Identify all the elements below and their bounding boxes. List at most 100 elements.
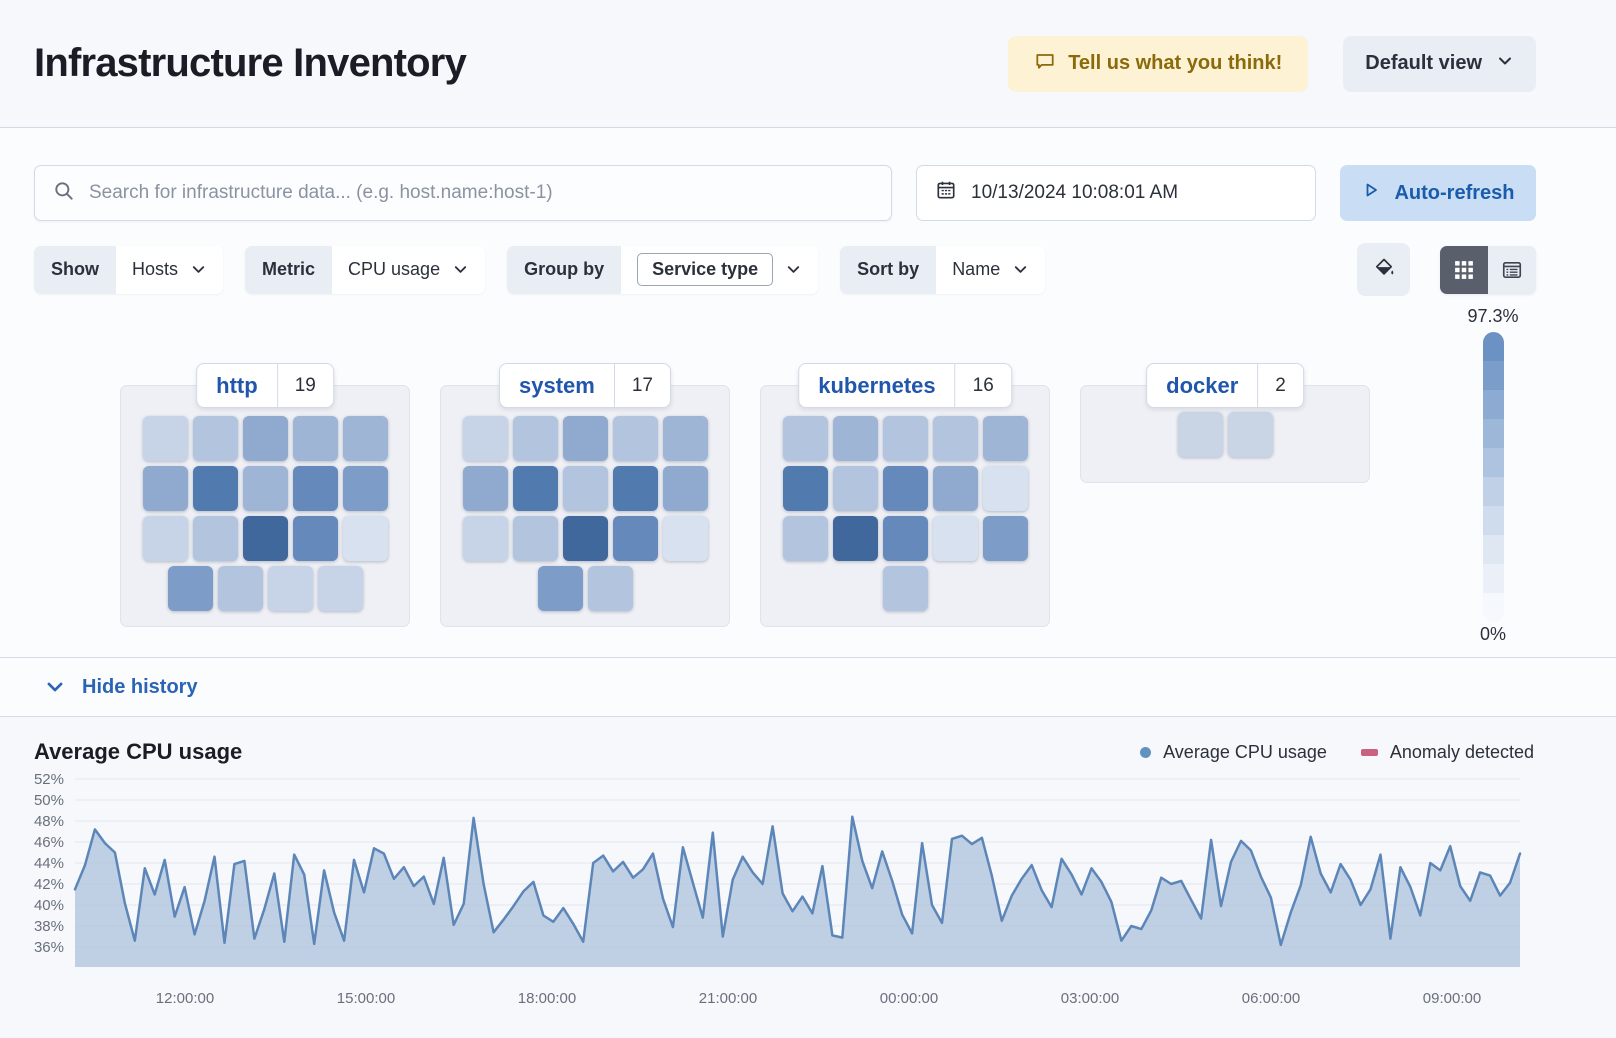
host-node[interactable] <box>292 466 338 511</box>
host-node[interactable] <box>342 516 388 561</box>
host-node[interactable] <box>832 516 878 561</box>
sort-by-filter[interactable]: Sort by Name <box>840 245 1046 294</box>
svg-text:15:00:00: 15:00:00 <box>337 990 395 1007</box>
host-node[interactable] <box>882 516 928 561</box>
host-node[interactable] <box>192 516 238 561</box>
host-node[interactable] <box>292 516 338 561</box>
metric-filter-label: Metric <box>245 245 333 294</box>
host-node[interactable] <box>782 466 828 511</box>
feedback-button[interactable]: Tell us what you think! <box>1008 35 1309 92</box>
host-node[interactable] <box>142 516 188 561</box>
date-picker[interactable]: 10/13/2024 10:08:01 AM <box>916 165 1316 221</box>
host-node[interactable] <box>932 516 978 561</box>
host-node[interactable] <box>982 416 1028 461</box>
history-toggle-row: Hide history <box>0 657 1616 717</box>
play-icon <box>1361 180 1381 206</box>
chevron-down-icon <box>47 682 63 692</box>
group-count: 17 <box>631 374 653 396</box>
host-node[interactable] <box>562 466 608 511</box>
svg-text:18:00:00: 18:00:00 <box>518 990 576 1007</box>
host-node[interactable] <box>192 416 238 461</box>
svg-text:12:00:00: 12:00:00 <box>156 990 214 1007</box>
host-node[interactable] <box>662 416 708 461</box>
host-node[interactable] <box>832 466 878 511</box>
host-node[interactable] <box>932 416 978 461</box>
host-node[interactable] <box>932 466 978 511</box>
metric-filter[interactable]: Metric CPU usage <box>245 245 486 294</box>
host-node[interactable] <box>587 566 633 611</box>
sort-by-filter-value: Name <box>952 259 1001 279</box>
auto-refresh-button[interactable]: Auto-refresh <box>1340 165 1536 221</box>
group-pill-kubernetes[interactable]: kubernetes 16 <box>798 363 1012 408</box>
legend-item-anomaly[interactable]: Anomaly detected <box>1360 742 1534 763</box>
host-node[interactable] <box>142 416 188 461</box>
host-node[interactable] <box>562 516 608 561</box>
legend-dot-icon <box>1140 746 1152 758</box>
host-node[interactable] <box>167 566 213 611</box>
host-node[interactable] <box>317 566 363 611</box>
host-node[interactable] <box>882 416 928 461</box>
host-node[interactable] <box>662 516 708 561</box>
search-input[interactable] <box>89 182 873 204</box>
host-node[interactable] <box>242 416 288 461</box>
host-node[interactable] <box>612 466 658 511</box>
svg-text:48%: 48% <box>34 813 64 830</box>
table-view-button[interactable] <box>1488 245 1536 294</box>
host-node[interactable] <box>292 416 338 461</box>
host-node[interactable] <box>612 516 658 561</box>
host-node[interactable] <box>612 416 658 461</box>
host-node[interactable] <box>782 416 828 461</box>
hide-history-link[interactable]: Hide history <box>44 676 198 699</box>
host-node[interactable] <box>662 466 708 511</box>
host-node[interactable] <box>982 516 1028 561</box>
host-node[interactable] <box>512 466 558 511</box>
sort-by-filter-label: Sort by <box>840 245 937 294</box>
host-node[interactable] <box>342 416 388 461</box>
table-view-icon <box>1502 261 1522 278</box>
legend-item-avg-cpu[interactable]: Average CPU usage <box>1140 742 1327 763</box>
group-count: 2 <box>1275 374 1286 396</box>
severity-scale: 97.3% 0% <box>1466 306 1520 645</box>
host-node[interactable] <box>342 466 388 511</box>
svg-text:52%: 52% <box>34 771 64 788</box>
group-count: 16 <box>972 374 994 396</box>
group-by-filter[interactable]: Group by Service type <box>507 245 819 294</box>
host-node[interactable] <box>192 466 238 511</box>
view-selector-button[interactable]: Default view <box>1343 35 1536 92</box>
speech-bubble-icon <box>1034 50 1056 78</box>
host-node[interactable] <box>882 466 928 511</box>
host-node[interactable] <box>782 516 828 561</box>
calendar-icon <box>935 179 957 207</box>
host-node[interactable] <box>832 416 878 461</box>
host-node[interactable] <box>242 466 288 511</box>
host-node[interactable] <box>537 566 583 611</box>
host-node[interactable] <box>982 466 1028 511</box>
group-pill-docker[interactable]: docker 2 <box>1146 363 1304 408</box>
map-view-button[interactable] <box>1440 245 1488 294</box>
host-node[interactable] <box>142 466 188 511</box>
host-node[interactable] <box>1227 411 1273 457</box>
svg-text:00:00:00: 00:00:00 <box>880 990 938 1007</box>
host-node[interactable] <box>462 516 508 561</box>
host-node[interactable] <box>267 566 313 611</box>
show-filter[interactable]: Show Hosts <box>34 245 224 294</box>
host-node[interactable] <box>1177 411 1223 457</box>
group-pill-system[interactable]: system 17 <box>499 363 671 408</box>
host-node[interactable] <box>462 416 508 461</box>
color-palette-button[interactable] <box>1357 243 1410 296</box>
host-node[interactable] <box>512 416 558 461</box>
svg-text:06:00:00: 06:00:00 <box>1242 990 1300 1007</box>
host-node[interactable] <box>242 516 288 561</box>
group-pill-http[interactable]: http 19 <box>196 363 334 408</box>
group-by-filter-value[interactable]: Service type <box>637 253 774 286</box>
host-node[interactable] <box>562 416 608 461</box>
host-node[interactable] <box>512 516 558 561</box>
host-node[interactable] <box>217 566 263 611</box>
group-card-http: http 19 <box>120 363 410 627</box>
search-box[interactable] <box>34 165 892 221</box>
host-node[interactable] <box>462 466 508 511</box>
group-card-system: system 17 <box>440 363 730 627</box>
svg-text:50%: 50% <box>34 792 64 809</box>
host-node[interactable] <box>882 566 928 611</box>
